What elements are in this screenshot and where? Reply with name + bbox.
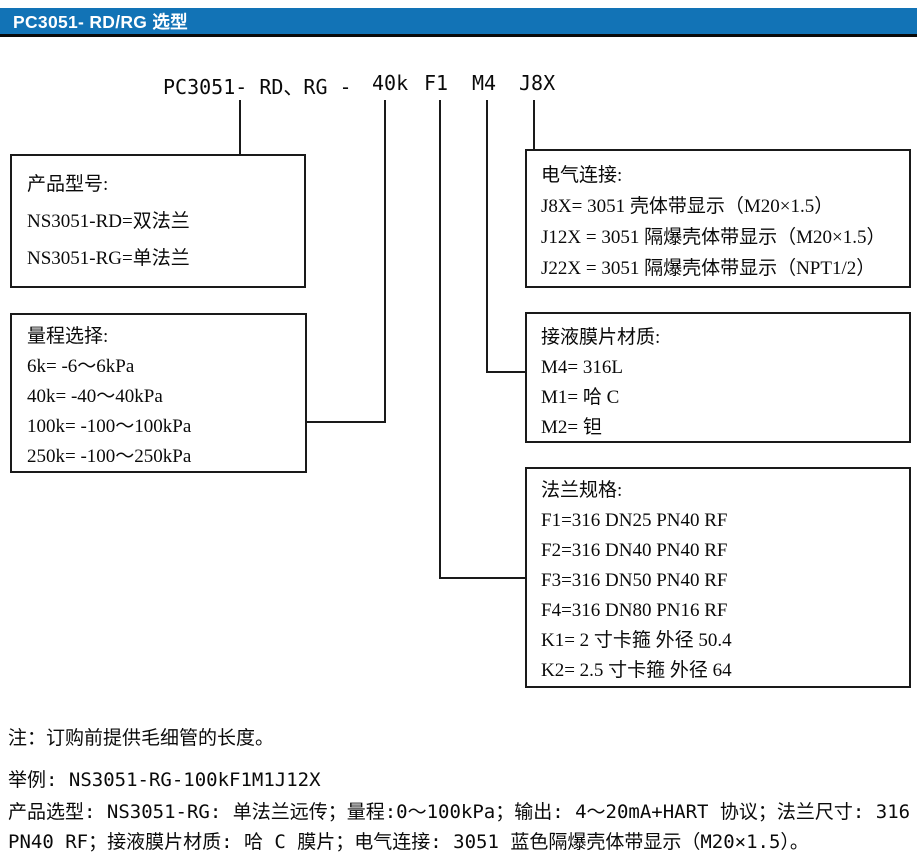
diaphragm-title: 接液膜片材质: [541,327,661,348]
connector-line-product-model [239,100,241,154]
product-model-title: 产品型号: [27,174,109,195]
range-selection-box: 量程选择: 6k= -6～6kPa 40k= -40～40kPa 100k= -… [10,313,307,473]
flange-spec-box: 法兰规格: F1=316 DN25 PN40 RF F2=316 DN40 PN… [525,467,911,688]
connector-line-flange-vertical [439,100,441,579]
range-option: 6k= -6～6kPa [27,356,135,377]
electrical-option: J22X = 3051 隔爆壳体带显示（NPT1/2） [541,258,876,279]
diaphragm-material-box: 接液膜片材质: M4= 316L M1= 哈 C M2= 钽 [525,312,911,443]
selection-description-line1: 产品选型: NS3051-RG: 单法兰远传；量程:0～100kPa；输出: 4… [8,801,917,823]
flange-option: K1= 2 寸卡箍 外径 50.4 [541,630,732,651]
model-code-base: PC3051- RD、RG - [163,75,352,99]
model-code-range: 40k [372,71,409,95]
order-example: 举例: NS3051-RG-100kF1M1J12X [8,769,321,791]
model-code-electrical: J8X [519,71,556,95]
electrical-connection-box: 电气连接: J8X= 3051 壳体带显示（M20×1.5） J12X = 30… [525,149,911,288]
flange-option: F1=316 DN25 PN40 RF [541,510,728,531]
range-option: 250k= -100～250kPa [27,446,192,467]
section-header-bar: PC3051- RD/RG 选型 [0,8,917,37]
selection-description-line2: PN40 RF；接液膜片材质: 哈 C 膜片；电气连接: 3051 蓝色隔爆壳体… [8,831,809,853]
product-model-option: NS3051-RG=单法兰 [27,248,190,269]
range-title: 量程选择: [27,326,109,347]
electrical-title: 电气连接: [541,165,623,186]
range-option: 40k= -40～40kPa [27,386,163,407]
diaphragm-option: M4= 316L [541,357,623,378]
flange-option: K2= 2.5 寸卡箍 外径 64 [541,660,732,681]
connector-line-flange-horizontal [439,577,527,579]
capillary-note: 注：订购前提供毛细管的长度。 [8,727,275,749]
model-code-flange: F1 [424,71,449,95]
product-model-option: NS3051-RD=双法兰 [27,211,190,232]
diaphragm-option: M1= 哈 C [541,387,620,408]
electrical-option: J12X = 3051 隔爆壳体带显示（M20×1.5） [541,227,886,248]
diaphragm-option: M2= 钽 [541,417,602,438]
connector-line-range-horizontal [307,421,386,423]
flange-title: 法兰规格: [541,480,623,501]
flange-option: F3=316 DN50 PN40 RF [541,570,728,591]
page-title: PC3051- RD/RG 选型 [13,11,188,32]
model-code-diaphragm: M4 [472,71,497,95]
connector-line-diaphragm-vertical [486,100,488,373]
connector-line-range-vertical [384,100,386,423]
range-option: 100k= -100～100kPa [27,416,192,437]
connector-line-diaphragm-horizontal [486,371,527,373]
electrical-option: J8X= 3051 壳体带显示（M20×1.5） [541,196,834,217]
flange-option: F4=316 DN80 PN16 RF [541,600,728,621]
flange-option: F2=316 DN40 PN40 RF [541,540,728,561]
connector-line-electrical [533,100,535,149]
product-model-box: 产品型号: NS3051-RD=双法兰 NS3051-RG=单法兰 [10,154,306,288]
